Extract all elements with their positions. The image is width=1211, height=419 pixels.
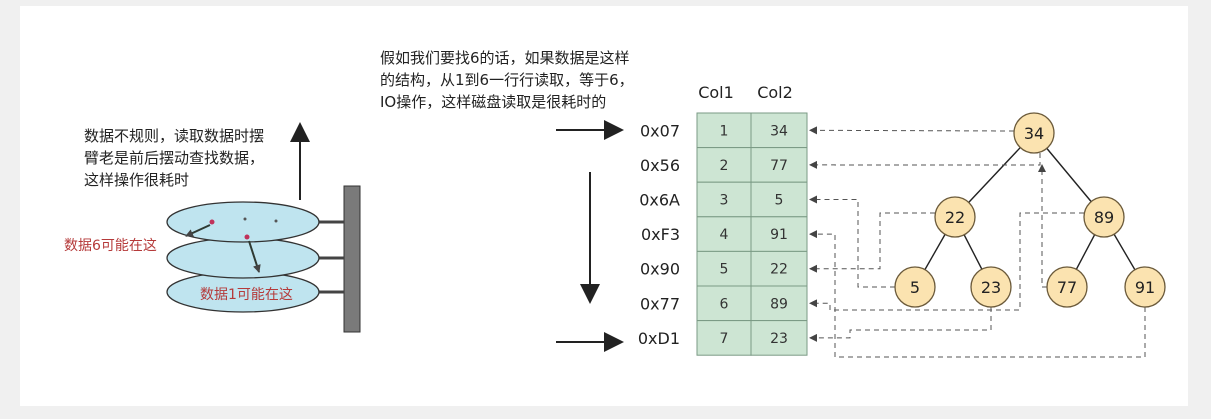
tree-pointer-link [809, 126, 1015, 135]
tree-node-circle [1083, 196, 1125, 238]
left-note-line-2: 臂老是前后摆动查找数据， [84, 149, 264, 167]
tree-node: 5 [894, 266, 936, 308]
seek-arrow-left [185, 224, 211, 237]
row-address: 0x6A [639, 191, 680, 210]
disk-platter-middle [166, 237, 320, 279]
row-address: 0x07 [640, 121, 680, 140]
row-address: 0x90 [640, 260, 680, 279]
seek-arrow-down [248, 240, 261, 273]
data-dot [209, 219, 215, 225]
table-row: 0xD1 7 23 [638, 320, 808, 356]
cell-col1-value: 7 [720, 331, 729, 347]
cell-col2-value: 23 [770, 331, 788, 347]
tree-pointer-link [809, 230, 1146, 358]
tree-node: 23 [970, 266, 1012, 308]
row-address: 0x56 [640, 156, 680, 175]
cell-col1-value: 4 [720, 227, 729, 243]
label-data1: 数据1可能在这 [200, 286, 293, 303]
cell-col2-value: 77 [770, 158, 788, 174]
table-row: 0x6A 3 5 [639, 181, 808, 218]
tree-pointer-links [809, 126, 1146, 358]
left-note-line-3: 这样操作很耗时 [84, 171, 189, 189]
table-row: 0x77 6 89 [640, 285, 808, 322]
tree-node-value: 5 [910, 278, 920, 297]
cell-col2-value: 34 [770, 123, 788, 139]
tree-node-circle [1124, 266, 1166, 308]
cell-col2 [750, 285, 808, 322]
tree-pointer-link [809, 212, 1084, 311]
cell-col1 [696, 216, 752, 252]
disk-illustration: 数据6可能在这 数据1可能在这 数据不规则，读取数据时摆 臂老是前后摆动查找数据… [64, 122, 361, 333]
cell-col2 [750, 216, 808, 252]
cell-col1-value: 1 [720, 123, 729, 139]
top-note-line-3: IO操作，这样磁盘读取是很耗时的 [380, 93, 606, 111]
row-address: 0x77 [640, 294, 680, 313]
tree-node: 89 [1083, 196, 1125, 238]
tree-node-circle [894, 266, 936, 308]
tree-node-circle [970, 266, 1012, 308]
tree-node: 77 [1046, 266, 1088, 308]
binary-tree: 34 22 89 5 23 77 91 [809, 112, 1166, 358]
tree-node-value: 23 [981, 278, 1001, 297]
tree-pointer-link [809, 153, 1041, 169]
table-header-col2: Col2 [757, 83, 793, 102]
tree-node: 34 [1013, 112, 1055, 154]
cell-col2-value: 91 [770, 227, 788, 243]
tree-pointer-link [809, 307, 992, 342]
cell-col1-value: 5 [720, 262, 729, 278]
top-note-line-2: 的结构，从1到6一行行读取，等于6， [380, 71, 634, 89]
tree-nodes: 34 22 89 5 23 77 91 [894, 112, 1166, 308]
table-header-col1: Col1 [698, 83, 734, 102]
tree-pointer-link [809, 212, 935, 273]
row-address: 0xD1 [638, 329, 680, 348]
tree-node-value: 91 [1135, 278, 1155, 297]
label-data6: 数据6可能在这 [64, 237, 157, 254]
top-note-line-1: 假如我们要找6的话，如果数据是这样 [380, 49, 630, 67]
data-dot [274, 219, 278, 223]
tree-pointer-link [809, 195, 895, 288]
cell-col2 [750, 112, 808, 149]
tree-node-circle [934, 196, 976, 238]
disk-platter-top [166, 201, 320, 243]
cell-col2-value: 5 [775, 193, 784, 209]
table-row: 0x56 2 77 [640, 147, 808, 183]
cell-col2-value: 89 [770, 296, 788, 312]
cell-col1 [696, 181, 752, 218]
data-dot [243, 217, 247, 221]
cell-col1 [696, 147, 752, 183]
tree-node-circle [1013, 112, 1055, 154]
left-note-line-1: 数据不规则，读取数据时摆 [84, 127, 264, 145]
tree-node: 91 [1124, 266, 1166, 308]
cell-col2 [750, 320, 808, 356]
tree-node-value: 77 [1057, 278, 1077, 297]
data-dot [244, 234, 250, 240]
row-address: 0xF3 [641, 225, 680, 244]
cell-col2-value: 22 [770, 262, 788, 278]
cell-col1-value: 3 [720, 193, 729, 209]
data-table: Col1 Col2 0x07 1 34 0x56 2 77 0x6A 3 5 0xF3 4 91 0x9… [638, 83, 808, 356]
tree-node-value: 34 [1024, 124, 1044, 143]
top-note: 假如我们要找6的话，如果数据是这样 的结构，从1到6一行行读取，等于6， IO操… [380, 49, 634, 111]
cell-col1-value: 6 [720, 296, 729, 312]
table-row: 0x90 5 22 [640, 250, 808, 287]
tree-node-value: 22 [945, 208, 965, 227]
table-row: 0x07 1 34 [640, 112, 808, 149]
tree-node-value: 89 [1094, 208, 1114, 227]
tree-node-circle [1046, 266, 1088, 308]
table-row: 0xF3 4 91 [641, 216, 808, 252]
cell-col2 [750, 181, 808, 218]
disk-spindle [343, 185, 361, 333]
cell-col1-value: 2 [720, 158, 729, 174]
cell-col1 [696, 320, 752, 356]
table-rows: 0x07 1 34 0x56 2 77 0x6A 3 5 0xF3 4 91 0x90 5 22 0x77 6 8… [638, 112, 808, 356]
tree-node: 22 [934, 196, 976, 238]
tree-pointer-link [1038, 164, 1047, 288]
